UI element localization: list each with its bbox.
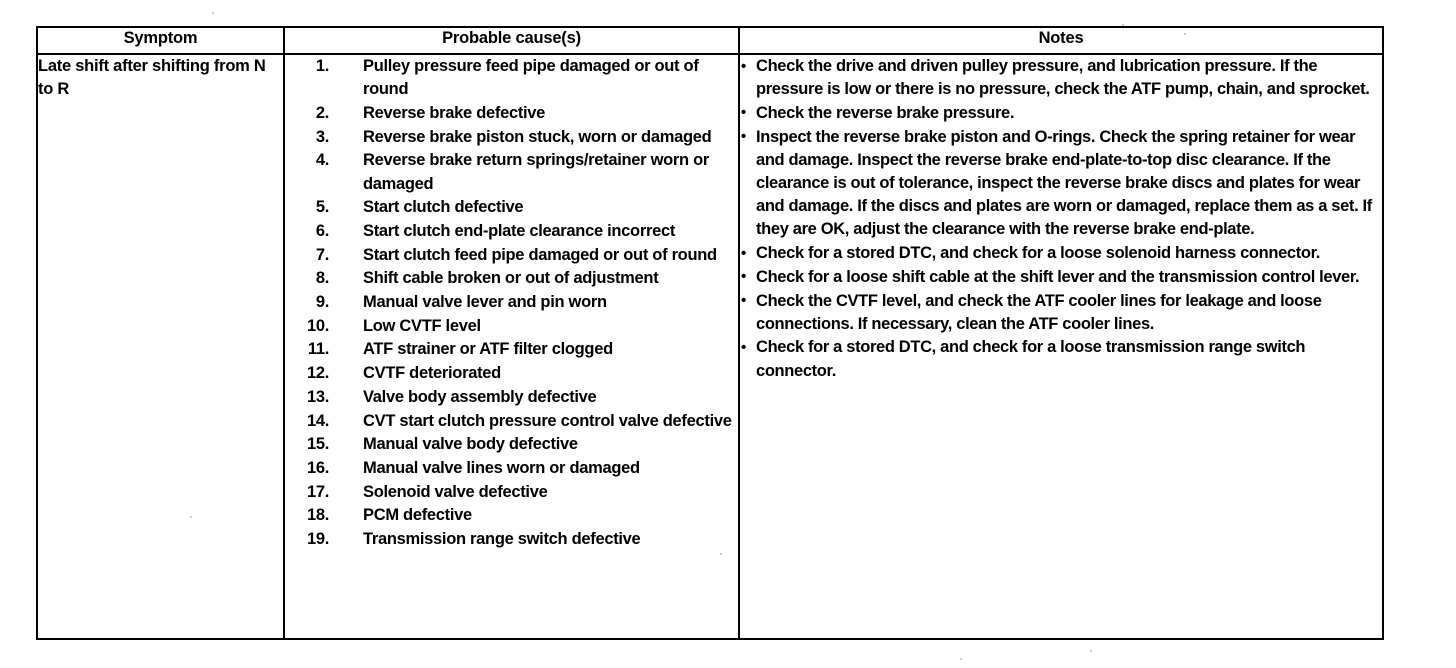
note-text: Check the drive and driven pulley pressu… [756,57,1370,99]
probable-cause-number: 4. [315,151,329,170]
probable-cause-item: 5. Start clutch defective [285,196,738,219]
note-item: • Check the drive and driven pulley press… [740,55,1382,101]
probable-cause-item: 8. Shift cable broken or out of adjustmen… [285,267,738,290]
note-text: Check for a loose shift cable at the shi… [756,267,1360,286]
column-header-probable-cause: Probable cause(s) [283,26,740,55]
note-text: Inspect the reverse brake piston and O-r… [756,127,1372,239]
probable-cause-item: 9. Manual valve lever and pin worn [285,291,738,314]
scan-speck [960,658,962,660]
probable-cause-item: 1. Pulley pressure feed pipe damaged or o… [285,55,738,101]
table-row: Late shift after shifting from N to R 1.… [36,53,1384,640]
column-header-notes: Notes [738,26,1384,55]
probable-cause-cell: 1. Pulley pressure feed pipe damaged or o… [283,53,740,640]
probable-cause-text: Reverse brake return springs/retainer wo… [363,151,709,193]
notes-list: • Check the drive and driven pulley press… [740,55,1382,383]
scan-speck [212,12,214,14]
probable-cause-number: 8. [315,269,329,288]
probable-cause-number: 5. [315,198,329,217]
probable-cause-text: Start clutch defective [363,198,524,217]
probable-cause-item: 12. CVTF deteriorated [285,362,738,385]
probable-cause-text: Low CVTF level [363,316,481,335]
probable-cause-text: Start clutch end-plate clearance incorre… [363,221,676,240]
probable-cause-list: 1. Pulley pressure feed pipe damaged or o… [285,55,738,551]
probable-cause-text: Solenoid valve defective [363,482,548,501]
bullet-icon: • [741,128,746,146]
notes-cell: • Check the drive and driven pulley press… [738,53,1384,640]
bullet-icon: • [741,104,746,122]
probable-cause-item: 3. Reverse brake piston stuck, worn or da… [285,126,738,149]
probable-cause-number: 15. [306,435,329,454]
probable-cause-item: 15. Manual valve body defective [285,433,738,456]
probable-cause-text: Manual valve lever and pin worn [363,293,607,312]
scan-speck [1090,650,1092,652]
probable-cause-number: 16. [306,458,329,477]
note-text: Check the reverse brake pressure. [756,103,1015,122]
probable-cause-item: 7. Start clutch feed pipe damaged or out … [285,244,738,267]
probable-cause-number: 9. [315,293,329,312]
probable-cause-item: 11. ATF strainer or ATF filter clogged [285,338,738,361]
probable-cause-item: 10. Low CVTF level [285,315,738,338]
probable-cause-number: 3. [315,127,329,146]
note-text: Check for a stored DTC, and check for a … [756,338,1306,380]
header-row: Symptom Probable cause(s) Notes [36,26,1384,55]
bullet-icon: • [741,244,746,262]
bullet-icon: • [741,57,746,75]
note-item: • Check the CVTF level, and check the ATF… [740,290,1382,336]
probable-cause-number: 2. [315,103,329,122]
probable-cause-number: 13. [306,387,329,406]
probable-cause-text: PCM defective [363,506,472,525]
probable-cause-item: 13. Valve body assembly defective [285,386,738,409]
probable-cause-item: 2. Reverse brake defective [285,102,738,125]
note-text: Check for a stored DTC, and check for a … [756,244,1321,263]
probable-cause-number: 17. [306,482,329,501]
probable-cause-text: Transmission range switch defective [363,530,641,549]
note-item: • Check for a loose shift cable at the sh… [740,266,1382,289]
probable-cause-item: 14. CVT start clutch pressure control val… [285,410,738,433]
probable-cause-text: Manual valve lines worn or damaged [363,458,640,477]
probable-cause-text: CVTF deteriorated [363,364,501,383]
probable-cause-number: 18. [306,506,329,525]
note-item: • Check for a stored DTC, and check for a… [740,242,1382,265]
probable-cause-item: 6. Start clutch end-plate clearance incor… [285,220,738,243]
note-item: • Inspect the reverse brake piston and O-… [740,126,1382,242]
probable-cause-text: Pulley pressure feed pipe damaged or out… [363,57,699,99]
probable-cause-text: Manual valve body defective [363,435,578,454]
probable-cause-number: 1. [315,57,329,75]
probable-cause-text: Reverse brake piston stuck, worn or dama… [363,127,712,146]
probable-cause-text: ATF strainer or ATF filter clogged [363,340,613,359]
probable-cause-item: 4. Reverse brake return springs/retainer … [285,149,738,195]
probable-cause-text: Shift cable broken or out of adjustment [363,269,659,288]
probable-cause-item: 16. Manual valve lines worn or damaged [285,457,738,480]
probable-cause-number: 7. [315,245,329,264]
table-header: Symptom Probable cause(s) Notes [36,26,1384,55]
probable-cause-number: 6. [315,221,329,240]
note-text: Check the CVTF level, and check the ATF … [756,291,1322,333]
symptom-cell: Late shift after shifting from N to R [36,53,285,640]
probable-cause-number: 12. [306,364,329,383]
bullet-icon: • [741,338,746,356]
bullet-icon: • [741,292,746,310]
probable-cause-number: 19. [306,530,329,549]
probable-cause-number: 10. [306,316,329,335]
probable-cause-text: Reverse brake defective [363,103,546,122]
probable-cause-item: 18. PCM defective [285,504,738,527]
column-header-symptom: Symptom [36,26,285,55]
troubleshooting-table: Symptom Probable cause(s) Notes Late shi… [36,26,1384,640]
probable-cause-item: 17. Solenoid valve defective [285,481,738,504]
note-item: • Check the reverse brake pressure. [740,102,1382,125]
probable-cause-text: CVT start clutch pressure control valve … [363,411,732,430]
probable-cause-text: Valve body assembly defective [363,387,597,406]
table-body: Late shift after shifting from N to R 1.… [36,53,1384,640]
bullet-icon: • [741,268,746,286]
probable-cause-text: Start clutch feed pipe damaged or out of… [363,245,717,264]
probable-cause-item: 19. Transmission range switch defective [285,528,738,551]
probable-cause-number: 14. [306,411,329,430]
note-item: • Check for a stored DTC, and check for a… [740,336,1382,382]
probable-cause-number: 11. [307,340,329,359]
